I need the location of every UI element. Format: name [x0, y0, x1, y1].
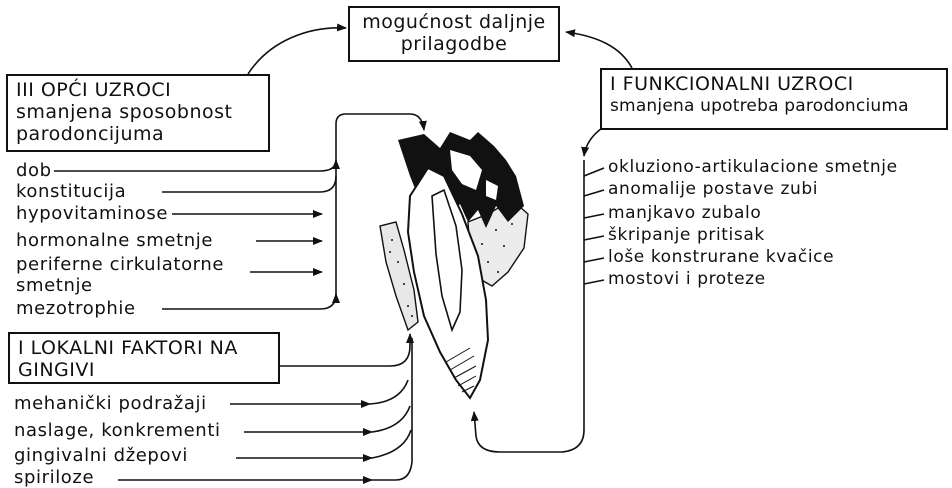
functional-cause-lose: loše konstrurane kvačice [608, 247, 834, 267]
functional-cause-skripanje: škripanje pritisak [608, 225, 765, 245]
arrow-skripanje [584, 236, 604, 240]
arrow-anomalije [584, 190, 604, 196]
local-factor-spiriloze: spiriloze [14, 468, 94, 488]
arrow-konstitucija [162, 176, 336, 192]
top-box-line1: mogućnost daljnje [358, 11, 550, 33]
local-factors-title: I LOKALNI FAKTORI NA [18, 337, 270, 359]
functional-causes-subtitle: smanjena upotreba parodonciuma [610, 95, 938, 117]
general-cause-dob: dob [16, 161, 52, 181]
arrow-lose [584, 258, 604, 262]
local-factor-gingivalni: gingivalni džepovi [14, 446, 188, 466]
local-factors-box: I LOKALNI FAKTORI NA GINGIVI [8, 332, 280, 384]
general-cause-mezotrophie: mezotrophie [16, 299, 136, 319]
arrow-mostovi [584, 280, 604, 284]
general-causes-title: III OPĆI UZROCI [16, 79, 260, 101]
arrow-manjkavo [584, 214, 604, 218]
arrow-left-box-to-top [248, 28, 346, 74]
functional-cause-okluziono: okluziono-artikulacione smetnje [608, 157, 898, 177]
functional-cause-manjkavo: manjkavo zubalo [608, 203, 761, 223]
top-box-line2: prilagodbe [358, 33, 550, 55]
general-causes-box: III OPĆI UZROCI smanjena sposobnost paro… [6, 74, 270, 152]
local-curve-3 [372, 430, 411, 458]
arrow-okluziono [584, 168, 604, 176]
general-cause-hormonalne: hormonalne smetnje [16, 231, 213, 251]
local-factors-subtitle: GINGIVI [18, 359, 270, 381]
local-factor-naslage: naslage, konkrementi [14, 421, 221, 441]
local-curve-2 [372, 406, 410, 432]
arrow-mezotrophie [162, 294, 336, 309]
general-cause-hypovitaminose: hypovitaminose [16, 204, 168, 224]
general-causes-subtitle-2: parodoncijuma [16, 123, 260, 145]
local-factor-mehanicki: mehanički podražaji [14, 394, 207, 414]
general-cause-konstitucija: konstitucija [16, 182, 126, 202]
arrow-dob [54, 160, 336, 171]
tooth-illustration [380, 132, 528, 398]
general-causes-subtitle-1: smanjena sposobnost [16, 101, 260, 123]
local-curve-1 [370, 380, 408, 404]
arrow-right-box-down [584, 128, 602, 156]
functional-cause-anomalije: anomalije postave zubi [608, 179, 818, 199]
functional-causes-title: I FUNKCIONALNI UZROCI [610, 73, 938, 95]
general-cause-smetnje: smetnje [16, 276, 93, 296]
arrow-right-box-to-top [566, 32, 632, 68]
functional-causes-box: I FUNKCIONALNI UZROCI smanjena upotreba … [600, 68, 948, 130]
functional-cause-mostovi: mostovi i proteze [608, 269, 766, 289]
general-cause-periferne: periferne cirkulatorne [16, 255, 224, 275]
top-box: mogućnost daljnje prilagodbe [348, 6, 560, 62]
